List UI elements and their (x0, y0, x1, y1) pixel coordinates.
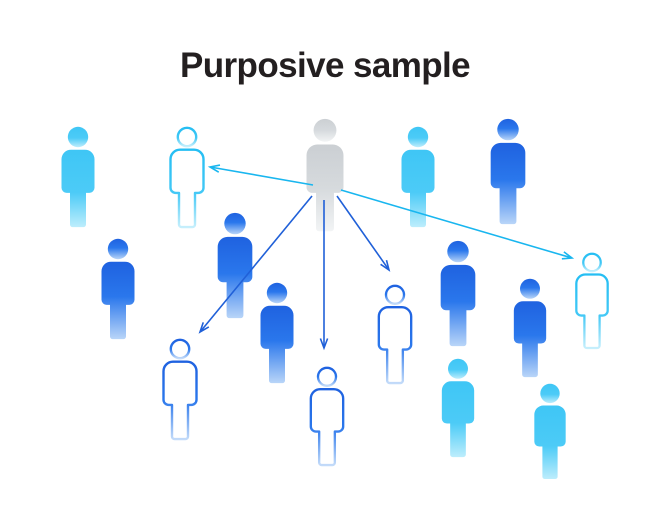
person-figure-2 (169, 126, 205, 229)
person-body (260, 305, 294, 384)
person-body (401, 149, 435, 228)
person-head (176, 126, 198, 148)
person-figure-1 (61, 126, 95, 228)
person-head (107, 238, 129, 260)
person-figure-14 (441, 358, 475, 458)
person-body (513, 301, 547, 378)
person-head (224, 212, 246, 235)
person-body (61, 149, 95, 228)
person-body (440, 264, 476, 347)
person-head (582, 252, 602, 273)
person-figure-12 (162, 338, 198, 441)
person-figure-7 (440, 240, 476, 347)
person-head (67, 126, 89, 148)
person-figure-5 (217, 212, 253, 319)
person-body (490, 142, 526, 225)
person-head (520, 278, 540, 299)
person-head (384, 284, 406, 305)
person-figure-4 (490, 118, 526, 225)
person-head (448, 358, 468, 379)
person-head (407, 126, 429, 148)
person-head (540, 383, 560, 404)
person-head (497, 118, 519, 141)
person-head (316, 366, 338, 387)
person-body (101, 261, 135, 340)
person-body (575, 273, 609, 350)
person-head (266, 282, 288, 304)
center-person-figure (306, 118, 344, 232)
person-body (169, 148, 205, 229)
person-figure-9 (260, 282, 294, 384)
person-figure-10 (513, 278, 547, 378)
person-figure-15 (534, 383, 566, 480)
person-head (313, 118, 337, 142)
person-figure-6 (101, 238, 135, 340)
person-body (306, 144, 344, 232)
person-figure-3 (401, 126, 435, 228)
person-body (377, 306, 413, 385)
person-body (217, 236, 253, 319)
person-body (309, 388, 345, 467)
person-head (447, 240, 469, 263)
person-body (162, 360, 198, 441)
person-figure-11 (377, 284, 413, 385)
person-body (441, 381, 475, 458)
page-title: Purposive sample (180, 46, 471, 85)
person-figure-8 (575, 252, 609, 350)
person-figure-13 (309, 366, 345, 467)
person-head (169, 338, 191, 360)
person-body (534, 405, 566, 480)
